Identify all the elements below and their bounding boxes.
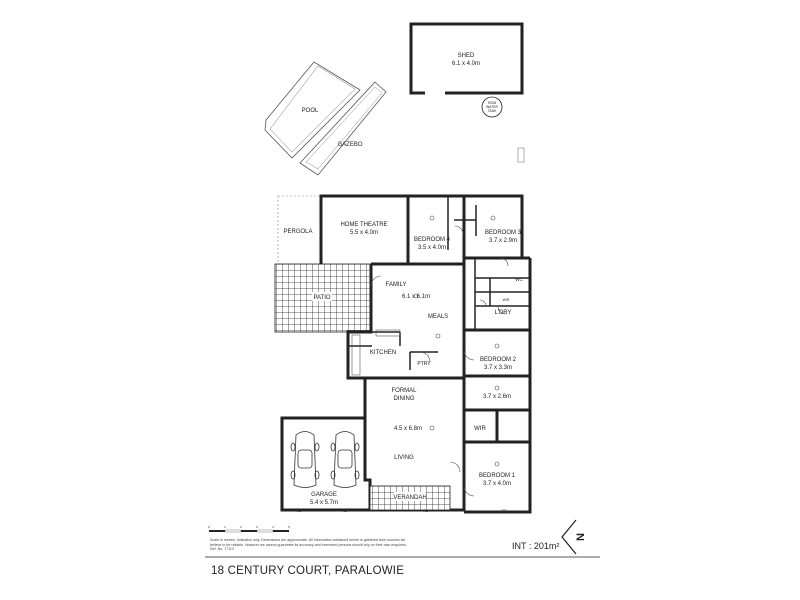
scale-tick-0: 0 [208, 525, 210, 529]
pantry-label: PTRY [417, 361, 431, 367]
tank-label-2: WATER [486, 105, 498, 109]
disclaimer-line-1: Scale in metres. Indicative only. Dimens… [210, 538, 406, 542]
rain-water-tank: RAIN WATER TANK [481, 96, 503, 118]
patio-label: PATIO [313, 295, 330, 301]
laundry-label: L'DRY [494, 310, 511, 316]
formal-dining-size: 4.5 x 6.8m [394, 426, 422, 432]
tank-label-3: TANK [488, 109, 498, 113]
bedroom3-size: 3.7 x 2.9m [489, 238, 517, 244]
internal-area: INT : 201m² [512, 541, 559, 551]
pool: POOL [264, 61, 361, 159]
wir-small-label: WIR [503, 298, 510, 302]
pergola-label: PERGOLA [283, 229, 312, 235]
gazebo: GAZEBO [299, 81, 387, 176]
shed: SHED 6.1 x 4.0m [409, 22, 524, 95]
shed-size: 6.1 x 4.0m [452, 61, 480, 67]
scale-tick-2: 2 [240, 525, 242, 529]
interior-walls [348, 196, 530, 411]
bedroom3-label: BEDROOM 3 [485, 230, 522, 236]
house-rd-1: RD [423, 509, 429, 513]
bedroom1-size: 3.7 x 4.0m [483, 481, 511, 487]
verandah-label: VERANDAH [393, 495, 426, 501]
garage-rd-1: RD [296, 509, 302, 513]
garage-label: GARAGE [311, 492, 337, 498]
living-label: LIVING [394, 455, 414, 461]
scale-tick-4: 4 [272, 525, 274, 529]
family-label: FAMILY [386, 282, 407, 288]
internal-area-value: 201m² [533, 541, 560, 551]
compass-icon: N [561, 519, 587, 555]
formal-label-1: FORMAL [391, 388, 417, 394]
meals-label: MEALS [428, 314, 448, 320]
wc-label: WC [515, 277, 523, 282]
scale-tick-5: 5 [288, 525, 290, 529]
bedroom4-size: 3.5 x 4.0m [418, 245, 446, 251]
kitchen-island [375, 329, 401, 337]
pool-label: POOL [302, 108, 319, 114]
bedroom1-label: BEDROOM 1 [479, 473, 516, 479]
pergola: PERGOLA [277, 195, 322, 265]
gazebo-label: GAZEBO [337, 142, 362, 148]
disclaimer-line-2: believe to be reliable. However we canno… [210, 542, 407, 547]
tank-label-1: RAIN [488, 101, 497, 105]
kitchen-label: KITCHEN [370, 350, 396, 356]
shed-label: SHED [458, 53, 475, 59]
bedroom4-label: BEDROOM 4 [414, 237, 451, 243]
home-theatre-label: HOME THEATRE [340, 222, 387, 228]
door-swings [370, 225, 509, 497]
patio: PATIO [274, 263, 372, 333]
scale-tick-3: 3 [256, 525, 258, 529]
garage-size: 5.4 x 5.7m [310, 500, 338, 506]
disclaimer-line-3: Ref. No. 77113 [210, 547, 234, 552]
garage-rd-2: RD [342, 509, 348, 513]
home-theatre-size: 5.5 x 4.0m [350, 230, 378, 236]
kitchen-bench [351, 334, 361, 376]
bedroom2-size: 3.7 x 3.3m [484, 365, 512, 371]
internal-area-label: INT : [512, 541, 532, 551]
disclaimer: Scale in metres. Indicative only. Dimens… [210, 538, 410, 552]
scale-tick-1: 1 [224, 525, 226, 529]
verandah: VERANDAH [369, 485, 451, 511]
car-icon [330, 431, 360, 488]
house-rd-2: RD [501, 509, 507, 513]
bedroom2-label: BEDROOM 2 [480, 357, 517, 363]
property-address: 18 CENTURY COURT, PARALOWIE [211, 565, 405, 577]
wir-label: WIR [474, 426, 486, 432]
light-fixtures [413, 215, 500, 467]
car-icon [290, 431, 320, 488]
family-size: 6.1 x 6.1m [402, 294, 430, 300]
scale-bar: 0 1 2 3 4 5 [208, 525, 290, 533]
formal-label-2: DINING [394, 396, 415, 402]
compass-letter: N [575, 533, 587, 541]
unnamed-room-size: 3.7 x 2.6m [483, 394, 511, 400]
